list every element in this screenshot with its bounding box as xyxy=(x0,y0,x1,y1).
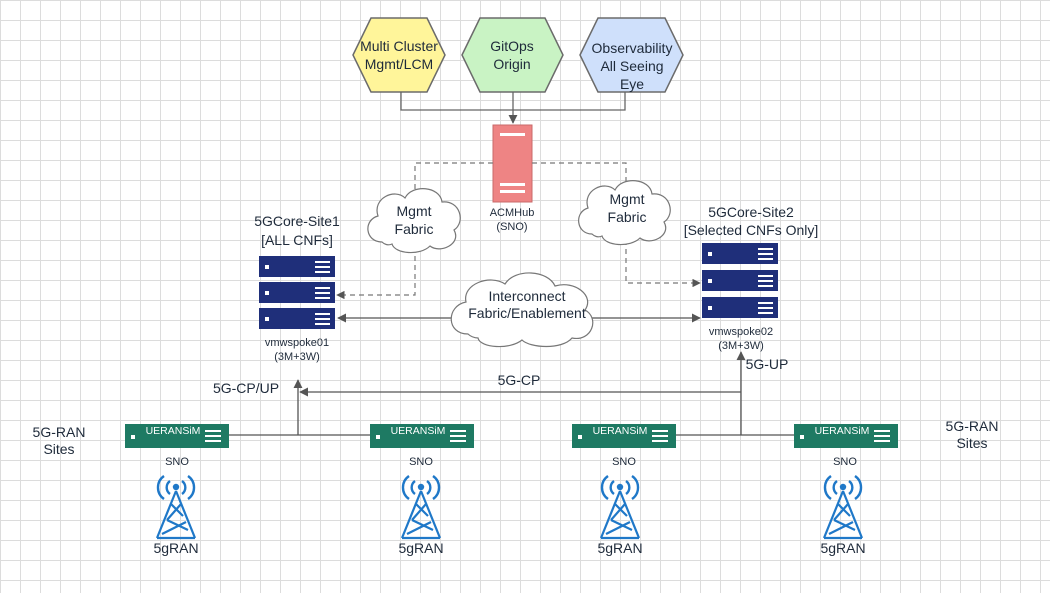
radio-tower-icon: 5gRAN xyxy=(398,475,444,556)
cloud-right-label-2: Fabric xyxy=(608,209,647,225)
ran-sites-left-label-1: 5G-RAN xyxy=(33,424,86,440)
site2-cluster: 5GCore-Site2 [Selected CNFs Only] vmwspo… xyxy=(684,204,819,352)
ueransim-3-node: SNO xyxy=(612,456,636,468)
ran-sites-left-label-2: Sites xyxy=(43,441,74,457)
link-label-cp: 5G-CP xyxy=(498,372,541,388)
hexagon-obs-label-2: All Seeing xyxy=(600,58,663,74)
hexagon-gitops-label-2: Origin xyxy=(493,56,530,72)
hexagon-multi-cluster-mgmt: Multi Cluster Mgmt/LCM xyxy=(352,17,446,93)
ran-1-label: 5gRAN xyxy=(153,540,198,556)
site2-server-1 xyxy=(702,243,778,264)
hexagon-obs-label-3: Eye xyxy=(620,76,644,92)
ueransim-1-node: SNO xyxy=(165,456,189,468)
ran-2-label: 5gRAN xyxy=(398,540,443,556)
radio-tower-icon: 5gRAN xyxy=(597,475,643,556)
site2-server-2 xyxy=(702,270,778,291)
ran-sites-right-label-2: Sites xyxy=(956,435,987,451)
ueransim-node-1: UERANSiM SNO xyxy=(125,424,229,468)
link-label-up: 5G-UP xyxy=(746,356,789,372)
hexagon-obs-label-1: Observability xyxy=(592,40,673,56)
hexagon-mcm-label-1: Multi Cluster xyxy=(360,38,438,54)
radio-tower-icon: 5gRAN xyxy=(820,475,866,556)
ueransim-node-3: UERANSiM SNO xyxy=(572,424,676,468)
site2-server-3 xyxy=(702,297,778,318)
hex-connectors xyxy=(400,92,626,124)
ueransim-3-label: UERANSiM xyxy=(593,425,648,437)
cloud-mgmt-fabric-left: Mgmt Fabric xyxy=(367,188,461,254)
ueransim-1-label: UERANSiM xyxy=(146,425,201,437)
radio-tower-icon: 5gRAN xyxy=(153,475,199,556)
ran-4-label: 5gRAN xyxy=(820,540,865,556)
site2-spec: (3M+3W) xyxy=(718,340,764,352)
ueransim-node-2: UERANSiM SNO xyxy=(370,424,474,468)
cloud-interconnect-fabric: Interconnect Fabric/Enablement xyxy=(450,272,594,348)
acmhub-server: ACMHub (SNO) xyxy=(490,124,535,233)
cloud-left-label-1: Mgmt xyxy=(397,203,432,219)
cloud-left-label-2: Fabric xyxy=(395,221,434,237)
hexagon-gitops-origin: GitOps Origin xyxy=(461,17,564,93)
site1-title: 5GCore-Site1 xyxy=(254,213,340,229)
ran-sites-right-label-1: 5G-RAN xyxy=(946,418,999,434)
cloud-interconnect-label-2: Fabric/Enablement xyxy=(468,305,586,321)
ueransim-4-label: UERANSiM xyxy=(815,425,870,437)
site2-title: 5GCore-Site2 xyxy=(708,204,794,220)
site1-spec: (3M+3W) xyxy=(274,351,320,363)
cloud-right-label-1: Mgmt xyxy=(610,191,645,207)
site2-subtitle: [Selected CNFs Only] xyxy=(684,222,819,238)
site2-host: vmwspoke02 xyxy=(709,326,773,338)
site1-host: vmwspoke01 xyxy=(265,337,329,349)
link-label-cp-up: 5G-CP/UP xyxy=(213,380,279,396)
hexagon-observability: Observability All Seeing Eye xyxy=(579,17,684,93)
site1-server-1 xyxy=(259,256,335,277)
site1-cluster: 5GCore-Site1 [ALL CNFs] vmwspoke01 (3M+3… xyxy=(254,213,340,363)
cloud-mgmt-fabric-right: Mgmt Fabric xyxy=(578,180,671,246)
cloud-interconnect-label-1: Interconnect xyxy=(488,288,565,304)
hexagon-mcm-label-2: Mgmt/LCM xyxy=(365,56,433,72)
hexagon-gitops-label-1: GitOps xyxy=(490,38,534,54)
ran-3-label: 5gRAN xyxy=(597,540,642,556)
core-ran-links xyxy=(229,351,794,436)
ueransim-4-node: SNO xyxy=(833,456,857,468)
ueransim-2-label: UERANSiM xyxy=(391,425,446,437)
site1-subtitle: [ALL CNFs] xyxy=(261,232,333,248)
ueransim-node-4: UERANSiM SNO xyxy=(794,424,898,468)
acmhub-name: ACMHub xyxy=(490,207,535,219)
acmhub-type: (SNO) xyxy=(496,221,527,233)
site1-server-3 xyxy=(259,308,335,329)
ueransim-2-node: SNO xyxy=(409,456,433,468)
site1-server-2 xyxy=(259,282,335,303)
